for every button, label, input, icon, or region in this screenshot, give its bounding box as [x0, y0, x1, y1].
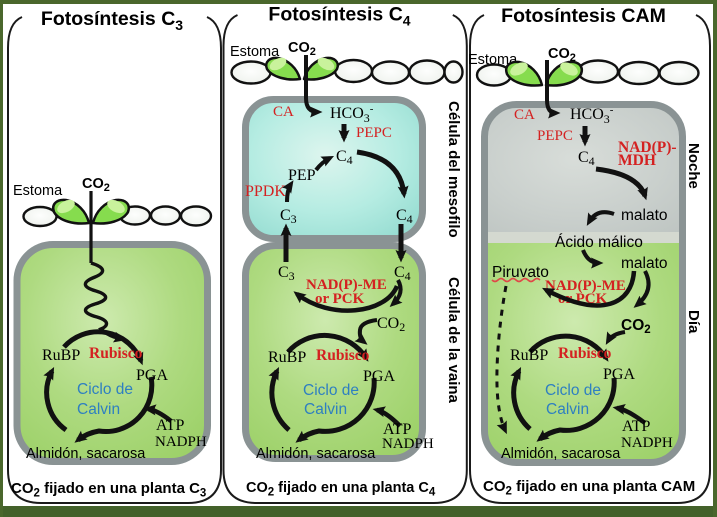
svg-text:CO2 fijado en una planta C3: CO2 fijado en una planta C3 [11, 480, 206, 500]
svg-text:Estoma: Estoma [13, 183, 63, 199]
svg-text:ATP: ATP [156, 417, 185, 434]
svg-text:Día: Día [685, 310, 702, 334]
svg-text:PGA: PGA [363, 368, 395, 385]
svg-text:CO2 fijado en una planta CAM: CO2 fijado en una planta CAM [483, 478, 695, 498]
svg-text:NADPH: NADPH [382, 436, 434, 452]
svg-text:Célula del mesofilo: Célula del mesofilo [445, 101, 462, 238]
svg-text:Almidón, sacarosa: Almidón, sacarosa [256, 446, 376, 462]
svg-text:Ácido málico: Ácido málico [555, 234, 643, 251]
svg-text:or PCK: or PCK [558, 291, 608, 307]
svg-text:HCO3-: HCO3- [570, 104, 614, 126]
svg-text:C4: C4 [578, 149, 595, 168]
svg-text:C4: C4 [396, 207, 413, 226]
svg-text:Almidón, sacarosa: Almidón, sacarosa [26, 446, 146, 462]
svg-text:Ciclo de: Ciclo de [77, 381, 133, 398]
svg-text:Fotosíntesis C4: Fotosíntesis C4 [268, 4, 410, 29]
svg-text:Noche: Noche [685, 143, 702, 189]
svg-text:CO2 fijado en una planta C4: CO2 fijado en una planta C4 [246, 480, 436, 499]
svg-text:CO2: CO2 [377, 315, 405, 334]
svg-text:Calvin: Calvin [304, 401, 347, 418]
svg-text:Rubisco: Rubisco [558, 345, 612, 362]
svg-text:NADPH: NADPH [621, 435, 673, 451]
svg-text:PEPC: PEPC [537, 128, 573, 144]
svg-text:CO2: CO2 [288, 40, 316, 58]
svg-text:C3: C3 [280, 207, 297, 226]
svg-text:NAD(P)-ME: NAD(P)-ME [306, 277, 387, 293]
svg-text:PGA: PGA [136, 367, 168, 384]
svg-text:ATP: ATP [622, 418, 651, 435]
svg-text:PPDK: PPDK [245, 183, 286, 200]
svg-text:Piruvato: Piruvato [492, 264, 549, 281]
svg-text:malato: malato [621, 255, 668, 272]
svg-text:NADPH: NADPH [155, 434, 207, 450]
svg-text:ATP: ATP [383, 421, 412, 438]
svg-text:CO2: CO2 [621, 317, 651, 336]
svg-text:RuBP: RuBP [268, 349, 306, 366]
svg-text:Rubisco: Rubisco [89, 345, 143, 362]
svg-text:HCO3-: HCO3- [330, 103, 374, 125]
svg-text:CO2: CO2 [548, 46, 576, 64]
svg-text:Calvin: Calvin [546, 401, 589, 418]
svg-text:NAD(P)-: NAD(P)- [618, 139, 677, 156]
svg-text:Ciclo de: Ciclo de [545, 382, 601, 399]
svg-text:Estoma: Estoma [468, 52, 518, 68]
svg-text:Almidón, sacarosa: Almidón, sacarosa [501, 446, 621, 462]
svg-text:Fotosíntesis C3: Fotosíntesis C3 [41, 8, 183, 33]
svg-text:Rubisco: Rubisco [316, 347, 370, 364]
svg-text:CO2: CO2 [82, 176, 110, 194]
svg-text:CA: CA [273, 104, 294, 120]
svg-text:RuBP: RuBP [42, 347, 80, 364]
svg-text:MDH: MDH [618, 152, 656, 169]
svg-text:PEPC: PEPC [356, 125, 392, 141]
svg-text:Calvin: Calvin [77, 401, 120, 418]
svg-text:Célula de la vaina: Célula de la vaina [445, 277, 462, 404]
svg-text:C3: C3 [278, 264, 295, 283]
svg-text:PEP: PEP [288, 167, 316, 184]
svg-text:CA: CA [514, 107, 535, 123]
svg-text:Ciclo de: Ciclo de [303, 382, 359, 399]
svg-text:C4: C4 [336, 148, 353, 167]
svg-text:C4: C4 [394, 264, 411, 283]
svg-text:malato: malato [621, 207, 668, 224]
svg-text:or PCK: or PCK [315, 291, 365, 307]
svg-text:PGA: PGA [603, 366, 635, 383]
svg-text:RuBP: RuBP [510, 347, 548, 364]
svg-text:NAD(P)-ME: NAD(P)-ME [545, 278, 626, 294]
svg-text:Fotosíntesis CAM: Fotosíntesis CAM [501, 5, 666, 27]
svg-text:Estoma: Estoma [230, 44, 280, 60]
